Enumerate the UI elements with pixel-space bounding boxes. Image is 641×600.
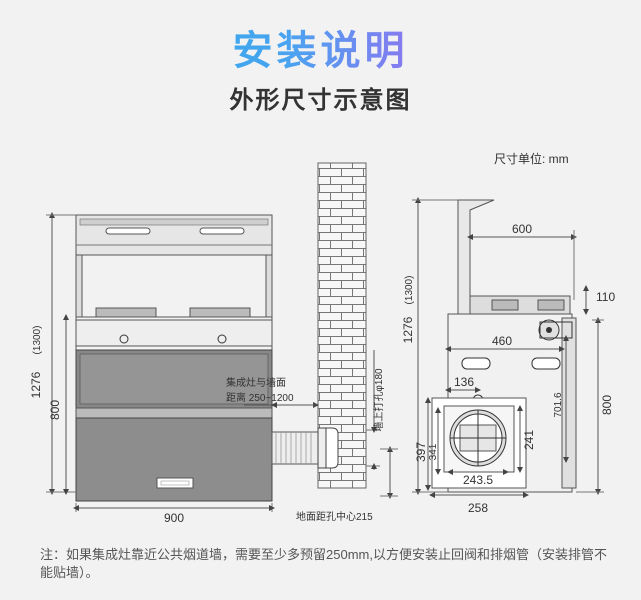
- front-view: [46, 212, 275, 512]
- unit-label: 尺寸单位: mm: [494, 152, 569, 166]
- side-dim-341: 341: [428, 443, 439, 460]
- side-dim-701-6: 701.6: [553, 392, 564, 417]
- exhaust-duct: [271, 427, 339, 469]
- side-dim-241: 241: [522, 430, 536, 450]
- side-dim-110: 110: [596, 290, 615, 304]
- side-dim-800: 800: [600, 395, 614, 415]
- wall-hole-label: 墙上打孔φ180: [372, 368, 385, 432]
- page-subtitle: 外形尺寸示意图: [229, 87, 412, 114]
- side-height-total: 1276: [401, 316, 415, 343]
- front-width: 900: [164, 511, 184, 525]
- side-view: [431, 199, 577, 493]
- side-dim-397: 397: [414, 442, 428, 462]
- front-height-total: 1276: [29, 371, 43, 398]
- install-note: 注：如果集成灶靠近公共烟道墙，需要至少多预留250mm,以方便安装止回阀和排烟管…: [40, 547, 607, 580]
- floor-hole-label: 地面距孔中心215: [296, 510, 373, 523]
- side-dim-258: 258: [468, 501, 488, 515]
- side-dim-243-5: 243.5: [463, 473, 493, 487]
- distance-label-1: 集成灶与墙面: [226, 376, 286, 389]
- front-height-body: 800: [48, 400, 62, 420]
- side-depth-600: 600: [512, 222, 532, 236]
- distance-label-2: 距离 250~1200: [226, 391, 294, 404]
- page-title: 安装说明: [0, 18, 641, 76]
- front-height-alt: (1300): [32, 326, 43, 355]
- side-dim-460: 460: [492, 334, 512, 348]
- side-height-alt: (1300): [404, 276, 415, 305]
- side-dim-136: 136: [454, 375, 474, 389]
